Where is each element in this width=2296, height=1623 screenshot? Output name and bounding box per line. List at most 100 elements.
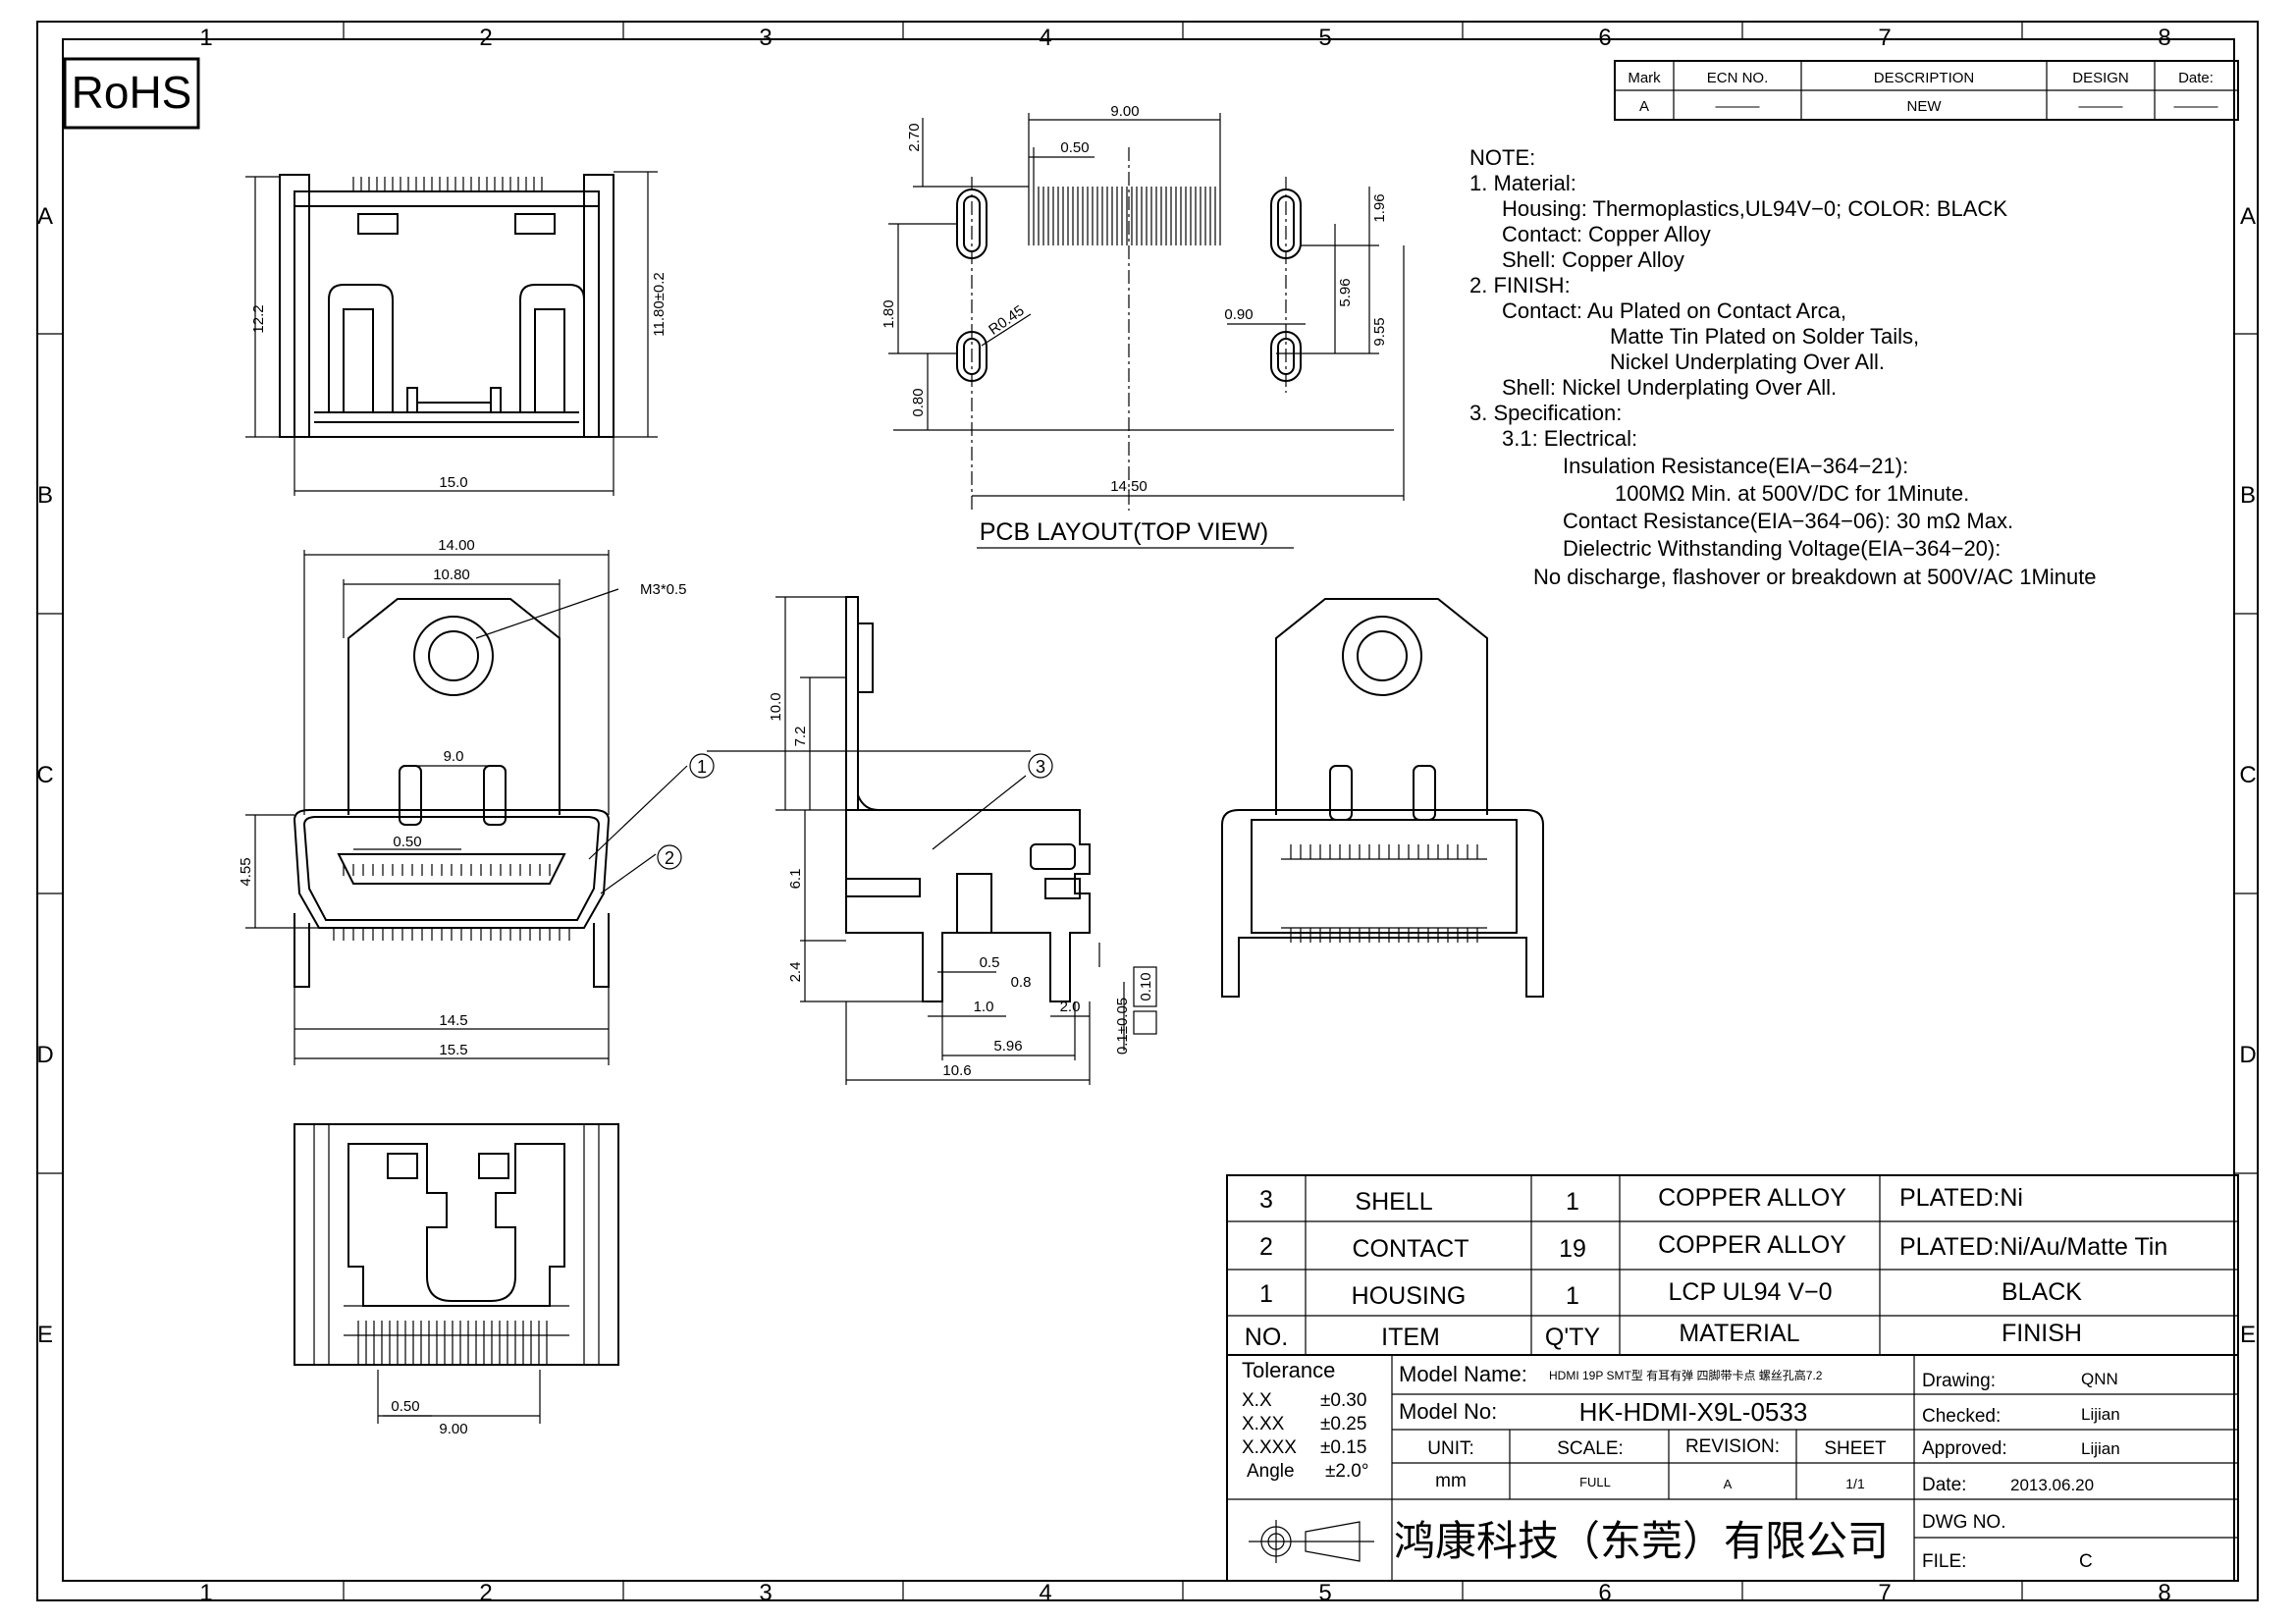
dim-2-0: 2.0 [1060,999,1081,1015]
col-label-top: 8 [2158,25,2170,51]
note-line: Shell: Copper Alloy [1502,247,1684,272]
row-label-right: A [2240,203,2256,230]
dim-m3: M3*0.5 [640,581,687,598]
drawing-frame: 1 2 3 4 5 6 7 8 1 2 3 4 5 6 7 8 A B C D … [36,21,2259,1606]
row-label-right: D [2239,1042,2256,1068]
dim-5-96-side: 5.96 [993,1038,1022,1055]
col-label-bottom: 8 [2158,1580,2170,1606]
col-label-top: 5 [1318,25,1331,51]
note-line: Matte Tin Plated on Solder Tails, [1610,324,1919,349]
unit-value: mm [1435,1471,1467,1491]
col-label-bottom: 6 [1598,1580,1611,1606]
rev-header-description: DESCRIPTION [1874,70,1975,86]
note-line: Nickel Underplating Over All. [1610,350,1885,374]
dim-1-80: 1.80 [881,299,897,328]
bom-finish: PLATED:Ni/Au/Matte Tin [1899,1233,2167,1261]
col-label-bottom: 3 [759,1580,772,1606]
note-line: 1. Material: [1469,171,1576,195]
balloon-3-label: 3 [1036,757,1045,777]
col-label-bottom: 4 [1039,1580,1051,1606]
company-name: 鸿康科技（东莞）有限公司 [1394,1518,1889,1564]
bottom-view: 0.50 9.00 [294,1123,619,1437]
note-line: 3.1: Electrical: [1502,426,1637,451]
dim-0-10: 0.10 [1138,972,1154,1001]
rev-cell-description: NEW [1907,98,1943,115]
note-line: NOTE: [1469,145,1535,170]
note-line: Housing: Thermoplastics,UL94V−0; COLOR: … [1502,196,2007,221]
row-label-right: E [2240,1322,2256,1348]
approved-label: Approved: [1922,1438,2007,1459]
row-label-left: C [36,762,53,788]
row-label-left: A [37,203,53,230]
note-line: 3. Specification: [1469,401,1622,425]
bom-qty: 19 [1559,1235,1586,1263]
drawing-value: QNN [2081,1370,2118,1388]
note-line: Contact: Copper Alloy [1502,222,1711,246]
dim-12-2: 12.2 [250,304,267,333]
row-label-right: B [2240,482,2256,509]
approved-value: Lijian [2081,1439,2120,1458]
drawing-label: Drawing: [1922,1371,1996,1391]
balloon-2-label: 2 [665,848,674,868]
col-label-bottom: 7 [1878,1580,1891,1606]
bom-item: CONTACT [1353,1235,1469,1263]
date-value: 2013.06.20 [2010,1476,2094,1494]
revision-table: Mark ECN NO. DESCRIPTION DESIGN Date: A … [1614,60,2239,121]
bom-no: 1 [1259,1280,1273,1308]
side-view: 10.0 7.2 6.1 2.4 0.5 0.8 1.0 2.0 5.96 10… [707,596,1157,1085]
dim-1-0: 1.0 [974,999,994,1015]
bom-header-qty: Q'TY [1545,1324,1600,1351]
model-no-label: Model No: [1399,1399,1497,1424]
col-label-bottom: 2 [479,1580,492,1606]
dim-14-5: 14.5 [439,1012,467,1029]
col-label-top: 3 [759,25,772,51]
title-block: Tolerance X.X ±0.30 X.XX ±0.25 X.XXX ±0.… [1226,1354,2239,1582]
bom-item: HOUSING [1352,1282,1467,1310]
rev-header-ecn: ECN NO. [1707,70,1769,86]
projection-symbol-icon [1249,1520,1374,1563]
tolerance-key: Angle [1247,1461,1295,1482]
checked-label: Checked: [1922,1406,2001,1427]
bom-material: LCP UL94 V−0 [1668,1278,1832,1306]
rev-header-date: Date: [2178,70,2214,86]
dim-0-50-bottom: 0.50 [391,1398,419,1415]
dim-11-80: 11.80±0.2 [651,272,667,337]
col-label-top: 6 [1598,25,1611,51]
date-label: Date: [1922,1475,1966,1495]
tolerance-value: ±0.15 [1320,1437,1366,1458]
top-view: 12.2 11.80±0.2 15.0 [245,171,667,496]
bom-qty: 1 [1566,1282,1579,1310]
model-name-label: Model Name: [1399,1362,1527,1386]
front-view: 14.00 10.80 M3*0.5 9.0 0.50 4.55 14.5 15… [238,537,715,1065]
dim-10-0: 10.0 [768,692,784,721]
tolerance-key: X.XX [1242,1414,1285,1434]
file-label: FILE: [1922,1551,1966,1572]
dim-9-0: 9.0 [444,748,464,765]
note-line: Contact: Au Plated on Contact Arca, [1502,298,1846,323]
dwg-no-label: DWG NO. [1922,1512,2006,1533]
bom-material: COPPER ALLOY [1658,1231,1846,1259]
col-label-bottom: 1 [199,1580,212,1606]
bom-no: 2 [1259,1233,1273,1261]
dim-9-00-bottom: 9.00 [439,1421,467,1437]
model-name-value: HDMI 19P SMT型 有耳有弹 四脚带卡点 螺丝孔高7.2 [1549,1368,1823,1382]
note-line: 100MΩ Min. at 500V/DC for 1Minute. [1615,481,1969,506]
rev-cell-mark: A [1639,98,1649,115]
col-label-top: 7 [1878,25,1891,51]
bom-table: 3 SHELL 1 COPPER ALLOY PLATED:Ni 2 CONTA… [1226,1174,2239,1356]
dim-10-6: 10.6 [942,1062,971,1079]
tolerance-key: X.X [1242,1390,1272,1411]
rev-cell-ecn: ——— [1716,98,1760,115]
rear-view [1221,598,1544,998]
unit-label: UNIT: [1427,1438,1474,1459]
rev-cell-design: ——— [2079,98,2123,115]
dim-2-70: 2.70 [906,123,923,151]
dim-0-90: 0.90 [1224,306,1253,323]
tolerance-value: ±2.0° [1325,1461,1368,1482]
scale-label: SCALE: [1557,1438,1624,1459]
col-label-bottom: 5 [1318,1580,1331,1606]
revision-label: REVISION: [1685,1436,1780,1457]
rev-header-design: DESIGN [2072,70,2129,86]
dim-6-1: 6.1 [787,869,804,890]
revision-value: A [1724,1477,1733,1491]
